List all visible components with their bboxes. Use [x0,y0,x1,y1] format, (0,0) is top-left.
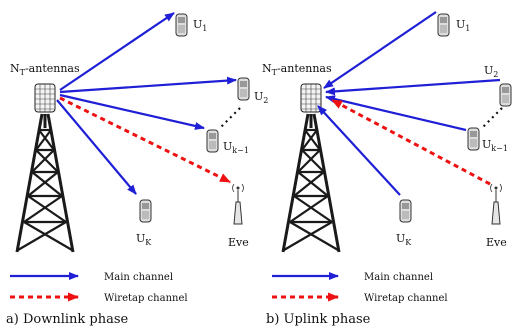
mobile-phone-icon [175,13,188,37]
svg-text:U1: U1 [193,18,207,33]
base-station-label-downlink: NT-antennas [10,62,80,77]
svg-text:Eve: Eve [486,236,507,249]
legend-downlink: Main channel Wiretap channel [10,272,188,304]
legend-main-label: Main channel [104,272,173,283]
svg-text:Uk−1: Uk−1 [223,140,249,155]
link-from-uk-1 [325,95,467,132]
mobile-phone-icon [467,127,480,151]
mobile-phone-icon [206,129,219,153]
eavesdropper-downlink: Eve [228,183,249,249]
mobile-phone-icon [237,77,250,101]
base-station-label-uplink: NT-antennas [262,62,332,77]
user-u2-downlink: U2 [237,77,268,105]
mobile-phone-icon [499,83,512,107]
user-uk-1-uplink: Uk−1 [467,127,508,153]
main-channel-arrows-uplink [317,11,501,196]
user-u1-downlink: U1 [175,13,207,37]
link-to-u2 [59,76,237,94]
main-channel-arrows-downlink [56,12,237,195]
mobile-phone-icon [399,199,412,223]
panel-downlink: NT-antennas [10,12,268,253]
svg-text:UK: UK [136,232,152,247]
link-from-u1 [323,11,437,89]
legend-main-label: Main channel [364,272,433,283]
link-from-u2 [325,78,501,96]
link-to-uk [56,99,137,195]
legend-wiretap-label: Wiretap channel [364,293,448,304]
svg-text:U1: U1 [456,18,470,33]
caption-downlink: a) Downlink phase [6,312,129,327]
user-uk-1-downlink: Uk−1 [206,129,249,155]
eavesdropper-antenna-icon [490,183,502,225]
svg-text:U2: U2 [484,64,498,79]
user-uk-downlink: UK [136,199,152,247]
user-ellipsis-connector [219,107,241,129]
user-uk-uplink: UK [396,199,412,247]
caption-uplink: b) Uplink phase [266,312,371,327]
legend-wiretap-label: Wiretap channel [104,293,188,304]
legend-uplink: Main channel Wiretap channel [272,272,448,304]
user-u1-uplink: U1 [437,13,470,37]
wiretap-link-uplink [331,98,491,186]
link-to-u1 [59,12,175,91]
panel-uplink: NT-antennas [262,11,512,253]
user-u2-uplink: U2 [484,64,512,107]
svg-text:Eve: Eve [228,236,249,249]
link-to-uk-1 [59,93,205,130]
eavesdropper-uplink: Eve [486,183,507,249]
svg-text:Uk−1: Uk−1 [482,138,508,153]
wiretap-link-downlink [59,96,231,184]
svg-text:UK: UK [396,232,412,247]
eavesdropper-antenna-icon [232,183,244,225]
antenna-tower-icon [15,83,75,253]
mobile-phone-icon [139,199,152,223]
user-ellipsis-connector [481,107,503,129]
antenna-tower-icon [281,83,341,253]
mobile-phone-icon [437,13,450,37]
svg-text:U2: U2 [254,90,268,105]
link-from-uk [317,105,401,196]
